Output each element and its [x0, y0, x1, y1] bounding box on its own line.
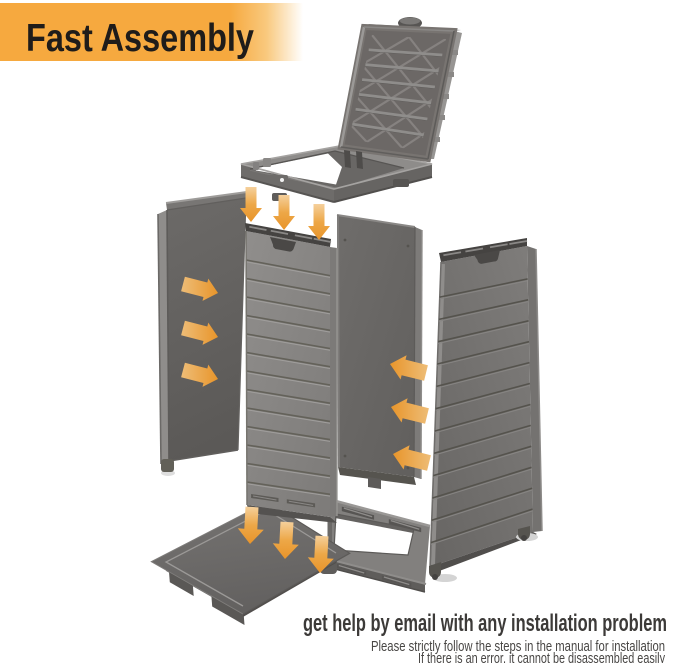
- svg-text:If there is an error, it canno: If there is an error, it cannot be disas…: [418, 651, 666, 663]
- svg-text:Fast Assembly: Fast Assembly: [26, 17, 254, 60]
- svg-text:Please strictly follow the ste: Please strictly follow the steps in the …: [371, 639, 665, 655]
- svg-text:get help by email with any ins: get help by email with any installation …: [303, 610, 667, 637]
